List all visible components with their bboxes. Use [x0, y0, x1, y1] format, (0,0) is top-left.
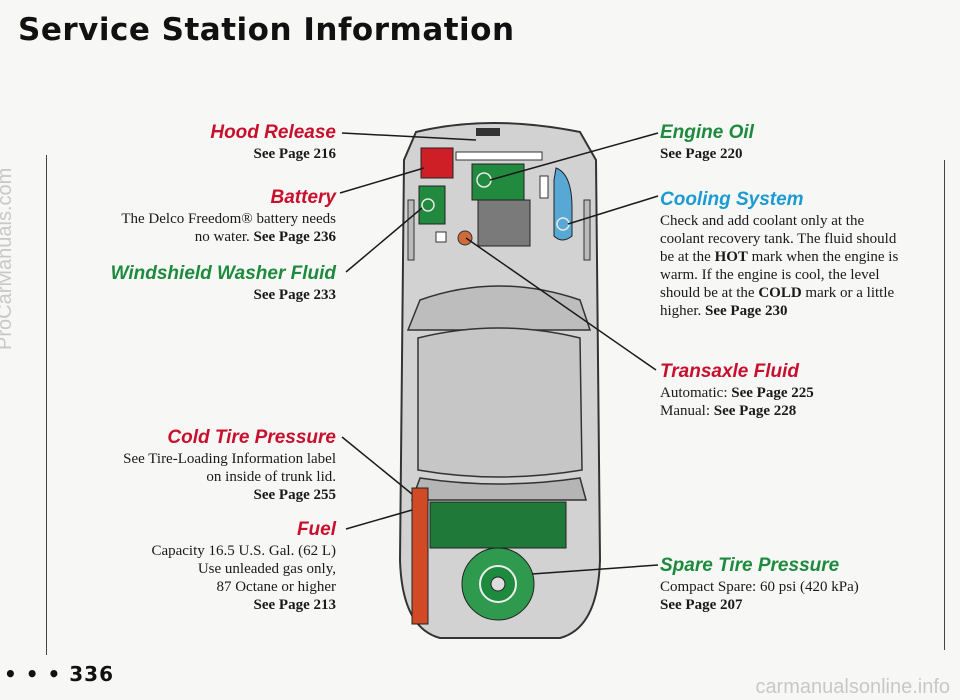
- fuel-label: Fuel: [296, 519, 336, 540]
- transaxle-callout: Transaxle Fluid Automatic: See Page 225 …: [660, 360, 814, 420]
- battery-desc-line2: no water.: [194, 229, 250, 245]
- page-title: Service Station Information: [18, 12, 515, 48]
- battery-desc-line1: The Delco Freedom® battery needs: [121, 211, 336, 227]
- cold-tire-desc-line1: See Tire-Loading Information label: [123, 451, 336, 467]
- hood-release-callout: Hood Release See Page 216: [210, 121, 336, 163]
- fuel-callout: Fuel Capacity 16.5 U.S. Gal. (62 L) Use …: [151, 518, 336, 614]
- fuel-desc-line2: Use unleaded gas only,: [197, 561, 336, 577]
- cold-tire-label: Cold Tire Pressure: [167, 427, 336, 448]
- fuel-ref: See Page 213: [253, 597, 336, 613]
- left-margin-rule: [46, 155, 47, 655]
- spare-tire-label: Spare Tire Pressure: [660, 555, 840, 576]
- cooling-ref: See Page 230: [705, 303, 788, 319]
- cold-tire-callout: Cold Tire Pressure See Tire-Loading Info…: [123, 426, 336, 504]
- washer-fluid-callout: Windshield Washer Fluid See Page 233: [111, 262, 336, 304]
- cooling-line3a: be at the: [660, 249, 711, 265]
- battery-callout: Battery The Delco Freedom® battery needs…: [121, 186, 336, 246]
- cooling-line2: coolant recovery tank. The fluid should: [660, 231, 897, 247]
- page-number: • • • 336: [4, 662, 114, 686]
- transaxle-manual-ref: See Page 228: [713, 403, 797, 419]
- fuel-desc-line1: Capacity 16.5 U.S. Gal. (62 L): [151, 543, 336, 559]
- hood-release-ref: See Page 216: [253, 146, 336, 162]
- footer-watermark: carmanualsonline.info: [755, 676, 950, 698]
- right-margin-rule: [944, 160, 945, 650]
- engine-oil-ref: See Page 220: [660, 146, 743, 162]
- spare-tire-ref: See Page 207: [660, 597, 743, 613]
- transaxle-label: Transaxle Fluid: [660, 361, 800, 382]
- transaxle-manual-label: Manual:: [660, 403, 710, 419]
- page-number-dots: • • •: [4, 662, 62, 686]
- cooling-line6: higher.: [660, 303, 702, 319]
- spare-tire-desc: Compact Spare: 60 psi (420 kPa): [660, 579, 859, 595]
- cooling-cold: COLD: [758, 285, 802, 301]
- trunk-parts: [411, 487, 567, 625]
- cold-tire-ref: See Page 255: [253, 487, 336, 503]
- transaxle-auto-ref: See Page 225: [731, 385, 814, 401]
- cooling-system-label: Cooling System: [660, 189, 804, 210]
- battery-label: Battery: [270, 187, 336, 208]
- engine-oil-label: Engine Oil: [660, 122, 754, 143]
- fuel-desc-line3: 87 Octane or higher: [216, 579, 336, 595]
- page-number-value: 336: [69, 662, 114, 686]
- cooling-system-callout: Cooling System Check and add coolant onl…: [660, 188, 898, 320]
- washer-fluid-label: Windshield Washer Fluid: [110, 263, 336, 284]
- battery-ref: See Page 236: [253, 229, 336, 245]
- cooling-line5a: should be at the: [660, 285, 755, 301]
- cold-tire-desc-line2: on inside of trunk lid.: [206, 469, 336, 485]
- engine-compartment-parts: [418, 147, 573, 247]
- cooling-hot: HOT: [714, 249, 748, 265]
- washer-fluid-ref: See Page 233: [253, 287, 336, 303]
- cooling-line3c: mark when the engine is: [751, 249, 899, 265]
- engine-oil-callout: Engine Oil See Page 220: [660, 121, 754, 163]
- cooling-line4: warm. If the engine is cool, the level: [660, 267, 880, 283]
- hood-release-label: Hood Release: [210, 122, 336, 143]
- spare-tire-callout: Spare Tire Pressure Compact Spare: 60 ps…: [660, 554, 859, 614]
- cooling-line1: Check and add coolant only at the: [660, 213, 865, 229]
- transaxle-auto-label: Automatic:: [660, 385, 728, 401]
- leader-lines: [339, 132, 659, 575]
- cooling-line5c: mark or a little: [805, 285, 895, 301]
